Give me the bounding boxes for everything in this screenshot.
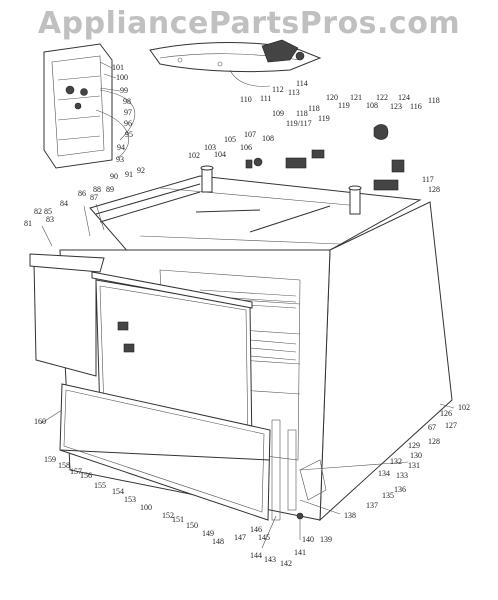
part-label-101: 101 — [112, 63, 124, 72]
part-label-113: 113 — [288, 88, 300, 97]
part-label-109: 109 — [272, 109, 284, 118]
part-label-105: 105 — [224, 135, 236, 144]
part-label-119: 119 — [318, 114, 330, 123]
watermark: AppliancePartsPros.com — [37, 6, 461, 41]
part-label-108: 108 — [262, 134, 274, 143]
part-label-138: 138 — [344, 511, 356, 520]
part-label-81: 81 — [24, 219, 32, 228]
part-label-126: 126 — [440, 409, 452, 418]
leader-lines — [39, 61, 455, 549]
part-label-143: 143 — [264, 555, 276, 564]
part-label-154: 154 — [112, 487, 124, 496]
part-label-140: 140 — [302, 535, 314, 544]
part-label-136: 136 — [394, 485, 406, 494]
part-label-158: 158 — [58, 461, 70, 470]
part-label-141: 141 — [294, 548, 306, 557]
part-label-159: 159 — [44, 455, 56, 464]
part-label-107: 107 — [244, 130, 256, 139]
part-label-134: 134 — [378, 469, 390, 478]
part-label-87: 87 — [90, 193, 98, 202]
part-number-labels: 1011009998979695949392919011411311211111… — [24, 63, 470, 568]
part-label-151: 151 — [172, 515, 184, 524]
part-label-85: 85 — [44, 207, 52, 216]
part-label-112: 112 — [272, 85, 284, 94]
part-label-118: 118 — [296, 109, 308, 118]
part-label-148: 148 — [212, 537, 224, 546]
part-label-108: 108 — [366, 101, 378, 110]
part-label-119-117: 119/117 — [286, 119, 312, 128]
part-label-145: 145 — [258, 533, 270, 542]
part-label-132: 132 — [390, 457, 402, 466]
part-label-160: 160 — [34, 417, 46, 426]
part-label-90: 90 — [110, 172, 118, 181]
part-label-114: 114 — [296, 79, 308, 88]
part-label-139: 139 — [320, 535, 332, 544]
small-parts — [245, 124, 405, 191]
part-label-120: 120 — [326, 93, 338, 102]
part-label-91: 91 — [125, 170, 133, 179]
part-label-133: 133 — [396, 471, 408, 480]
part-label-130: 130 — [410, 451, 422, 460]
part-label-146: 146 — [250, 525, 262, 534]
part-label-100: 100 — [116, 73, 128, 82]
part-label-111: 111 — [260, 94, 271, 103]
part-label-110: 110 — [240, 95, 252, 104]
part-label-121: 121 — [350, 93, 362, 102]
part-label-92: 92 — [137, 166, 145, 175]
part-label-128: 128 — [428, 185, 440, 194]
part-label-96: 96 — [124, 119, 132, 128]
part-label-122: 122 — [376, 93, 388, 102]
part-label-157: 157 — [70, 467, 82, 476]
part-label-98: 98 — [123, 97, 131, 106]
part-label-118: 118 — [308, 104, 320, 113]
part-label-67: 67 — [428, 423, 436, 432]
part-label-152: 152 — [162, 511, 174, 520]
part-label-144: 144 — [250, 551, 262, 560]
wiring-harness — [149, 39, 322, 87]
part-label-147: 147 — [234, 533, 246, 542]
part-label-150: 150 — [186, 521, 198, 530]
part-label-84: 84 — [60, 199, 68, 208]
part-label-88: 88 — [93, 185, 101, 194]
part-label-106: 106 — [240, 143, 252, 152]
part-label-119: 119 — [338, 101, 350, 110]
part-label-99: 99 — [120, 86, 128, 95]
part-label-100: 100 — [140, 503, 152, 512]
part-label-149: 149 — [202, 529, 214, 538]
part-label-142: 142 — [280, 559, 292, 568]
range-body — [29, 165, 453, 522]
part-label-103: 103 — [204, 143, 216, 152]
part-label-86: 86 — [78, 189, 86, 198]
part-label-102: 102 — [188, 151, 200, 160]
part-label-135: 135 — [382, 491, 394, 500]
part-label-82: 82 — [34, 207, 42, 216]
part-label-124: 124 — [398, 93, 410, 102]
part-label-89: 89 — [106, 185, 114, 194]
part-label-95: 95 — [125, 130, 133, 139]
part-label-117: 117 — [422, 175, 434, 184]
part-label-94: 94 — [117, 143, 125, 152]
part-label-153: 153 — [124, 495, 136, 504]
control-panel-assembly — [43, 43, 135, 169]
part-label-129: 129 — [408, 441, 420, 450]
part-label-118: 118 — [428, 96, 440, 105]
part-label-155: 155 — [94, 481, 106, 490]
part-label-156: 156 — [80, 471, 92, 480]
part-label-97: 97 — [124, 108, 132, 117]
part-label-83: 83 — [46, 215, 54, 224]
part-label-137: 137 — [366, 501, 378, 510]
part-label-131: 131 — [408, 461, 420, 470]
part-label-123: 123 — [390, 102, 402, 111]
part-label-128: 128 — [428, 437, 440, 446]
part-label-93: 93 — [116, 155, 124, 164]
part-label-102: 102 — [458, 403, 470, 412]
part-label-116: 116 — [410, 102, 422, 111]
part-label-104: 104 — [214, 150, 226, 159]
part-label-127: 127 — [445, 421, 457, 430]
